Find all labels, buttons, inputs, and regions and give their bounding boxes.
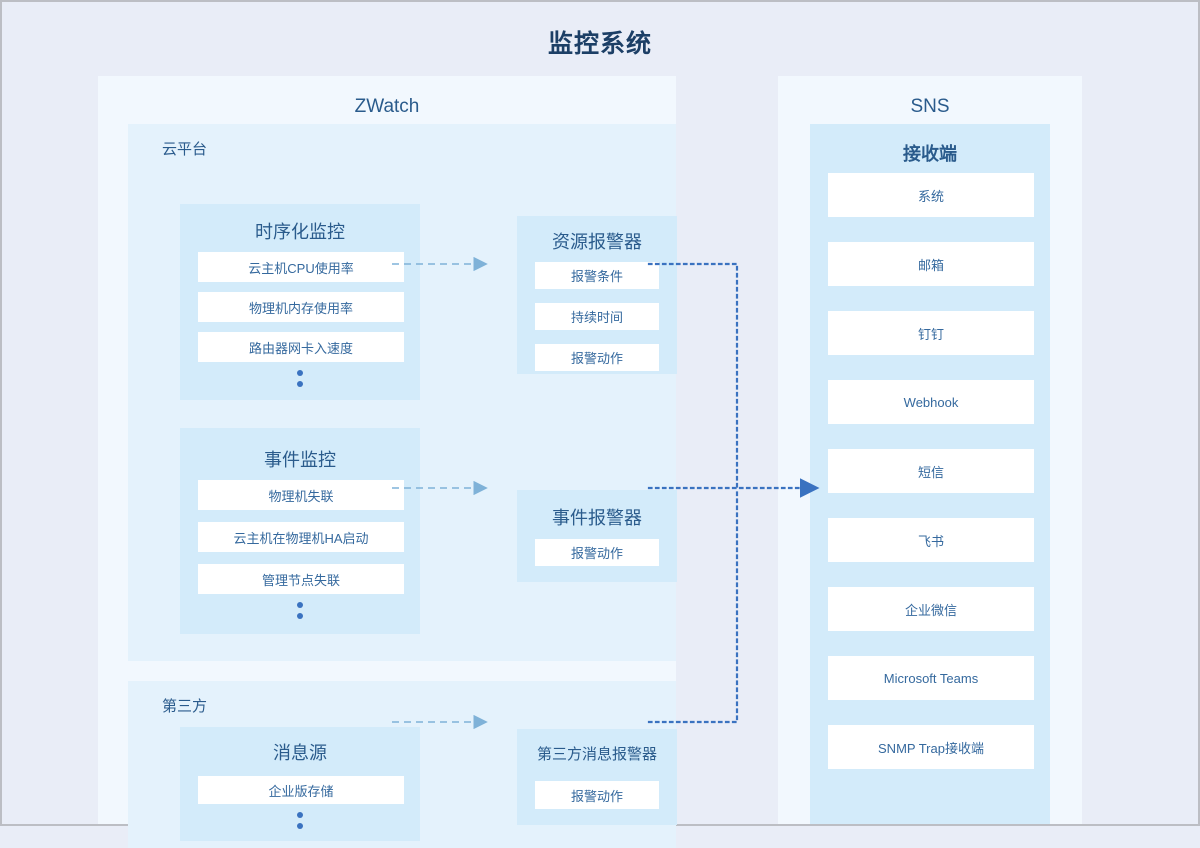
list-item[interactable]: SNMP Trap接收端 xyxy=(828,725,1034,769)
list-item[interactable]: 管理节点失联 xyxy=(198,564,404,594)
ellipsis-dots-icon xyxy=(180,370,420,387)
event-alarm-title: 事件报警器 xyxy=(552,508,642,528)
message-source-title: 消息源 xyxy=(273,743,327,763)
receiver-card: 接收端 系统 邮箱 钉钉 Webhook 短信 飞书 企业微信 Microsof… xyxy=(810,124,1050,824)
ellipsis-dots-icon xyxy=(180,812,420,829)
list-item[interactable]: 报警动作 xyxy=(535,781,659,809)
list-item[interactable]: 企业微信 xyxy=(828,587,1034,631)
list-item[interactable]: 系统 xyxy=(828,173,1034,217)
zwatch-panel-title: ZWatch xyxy=(354,96,420,117)
page-title: 监控系统 xyxy=(547,30,652,58)
timeseries-monitor-card: 时序化监控 云主机CPU使用率 物理机内存使用率 路由器网卡入速度 xyxy=(180,204,420,400)
list-item[interactable]: Webhook xyxy=(828,380,1034,424)
sns-panel-title: SNS xyxy=(910,96,950,117)
cloud-platform-label: 云平台 xyxy=(162,141,208,158)
list-item[interactable]: 邮箱 xyxy=(828,242,1034,286)
event-monitor-card: 事件监控 物理机失联 云主机在物理机HA启动 管理节点失联 xyxy=(180,428,420,634)
list-item[interactable]: 报警动作 xyxy=(535,344,659,371)
third-party-group: 第三方 消息源 企业版存储 第三方消息报警器 报警动作 xyxy=(128,681,677,848)
resource-alarm-card: 资源报警器 报警条件 持续时间 报警动作 xyxy=(517,216,677,374)
list-item[interactable]: 报警条件 xyxy=(535,262,659,289)
resource-alarm-title: 资源报警器 xyxy=(552,232,642,252)
event-alarm-card: 事件报警器 报警动作 xyxy=(517,490,677,582)
list-item[interactable]: 云主机CPU使用率 xyxy=(198,252,404,282)
list-item[interactable]: 路由器网卡入速度 xyxy=(198,332,404,362)
third-party-alarm-card: 第三方消息报警器 报警动作 xyxy=(517,729,677,825)
third-party-label: 第三方 xyxy=(162,698,208,715)
timeseries-monitor-title: 时序化监控 xyxy=(255,222,345,242)
sns-panel: SNS 接收端 系统 邮箱 钉钉 Webhook 短信 飞书 企业微信 Micr… xyxy=(778,76,1082,824)
receiver-title: 接收端 xyxy=(903,144,957,164)
event-monitor-title: 事件监控 xyxy=(264,450,336,470)
list-item[interactable]: 物理机失联 xyxy=(198,480,404,510)
ellipsis-dots-icon xyxy=(180,602,420,619)
list-item[interactable]: 飞书 xyxy=(828,518,1034,562)
list-item[interactable]: 报警动作 xyxy=(535,539,659,566)
third-party-alarm-title: 第三方消息报警器 xyxy=(536,746,657,763)
list-item[interactable]: 物理机内存使用率 xyxy=(198,292,404,322)
list-item[interactable]: 企业版存储 xyxy=(198,776,404,804)
zwatch-panel: ZWatch 云平台 时序化监控 云主机CPU使用率 物理机内存使用率 路由器网… xyxy=(98,76,677,848)
list-item[interactable]: 短信 xyxy=(828,449,1034,493)
list-item[interactable]: 持续时间 xyxy=(535,303,659,330)
list-item[interactable]: 云主机在物理机HA启动 xyxy=(198,522,404,552)
message-source-card: 消息源 企业版存储 xyxy=(180,727,420,841)
cloud-platform-group: 云平台 时序化监控 云主机CPU使用率 物理机内存使用率 路由器网卡入速度 事件… xyxy=(128,124,677,661)
list-item[interactable]: Microsoft Teams xyxy=(828,656,1034,700)
list-item[interactable]: 钉钉 xyxy=(828,311,1034,355)
